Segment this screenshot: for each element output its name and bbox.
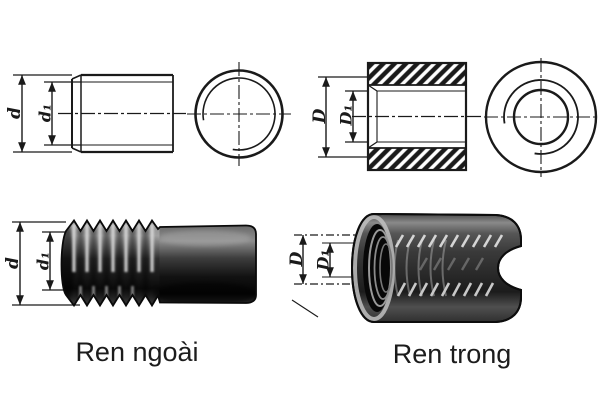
caption-external-thread: Ren ngoài [75, 337, 198, 367]
internal-thread-section-view: D D₁ [310, 61, 482, 172]
sleeve-rim [353, 215, 395, 321]
dim-label-D-section: D [310, 108, 330, 124]
dim-label-d-schematic: d [5, 107, 25, 119]
dim-label-D1-section: D₁ [337, 105, 356, 127]
sleeve-illustration [350, 212, 522, 323]
thread-crest-dashes-middle [418, 257, 485, 271]
minor-diameter-arc [202, 77, 276, 151]
bolt-illustration [60, 218, 257, 308]
chamfer-line [367, 141, 378, 149]
sleeve-interior [353, 215, 504, 321]
thread-crest-dashes-top [394, 234, 504, 248]
external-thread-end-view [187, 62, 291, 166]
chamfer-line [367, 84, 378, 92]
outer-circle [484, 60, 598, 174]
dim-label-D1-photo: D₁ [314, 250, 333, 272]
internal-thread-end-view [484, 58, 599, 177]
external-thread-schematic-side-view: d d₁ [5, 73, 186, 154]
major-diameter-circle [194, 69, 284, 159]
bore-circle [512, 88, 570, 146]
thread-crest-dashes-bottom [396, 282, 495, 297]
dim-label-d1-photo: d₁ [34, 252, 53, 270]
bolt-outline [60, 218, 257, 308]
section-hatch-bottom [368, 148, 466, 170]
external-thread-photo: d d₁ [3, 218, 257, 308]
section-hatch-top [368, 63, 466, 85]
sleeve-outline [350, 212, 522, 323]
bolt-shading [61, 224, 256, 306]
caption-internal-thread: Ren trong [393, 339, 512, 369]
major-diameter-arc [503, 79, 579, 155]
dim-label-d1-schematic: d₁ [36, 104, 55, 122]
dim-label-D-photo: D [287, 251, 307, 267]
internal-thread-photo: D D₁ [287, 212, 522, 323]
dim-label-d-photo: d [3, 257, 23, 269]
leader-line [291, 299, 319, 318]
